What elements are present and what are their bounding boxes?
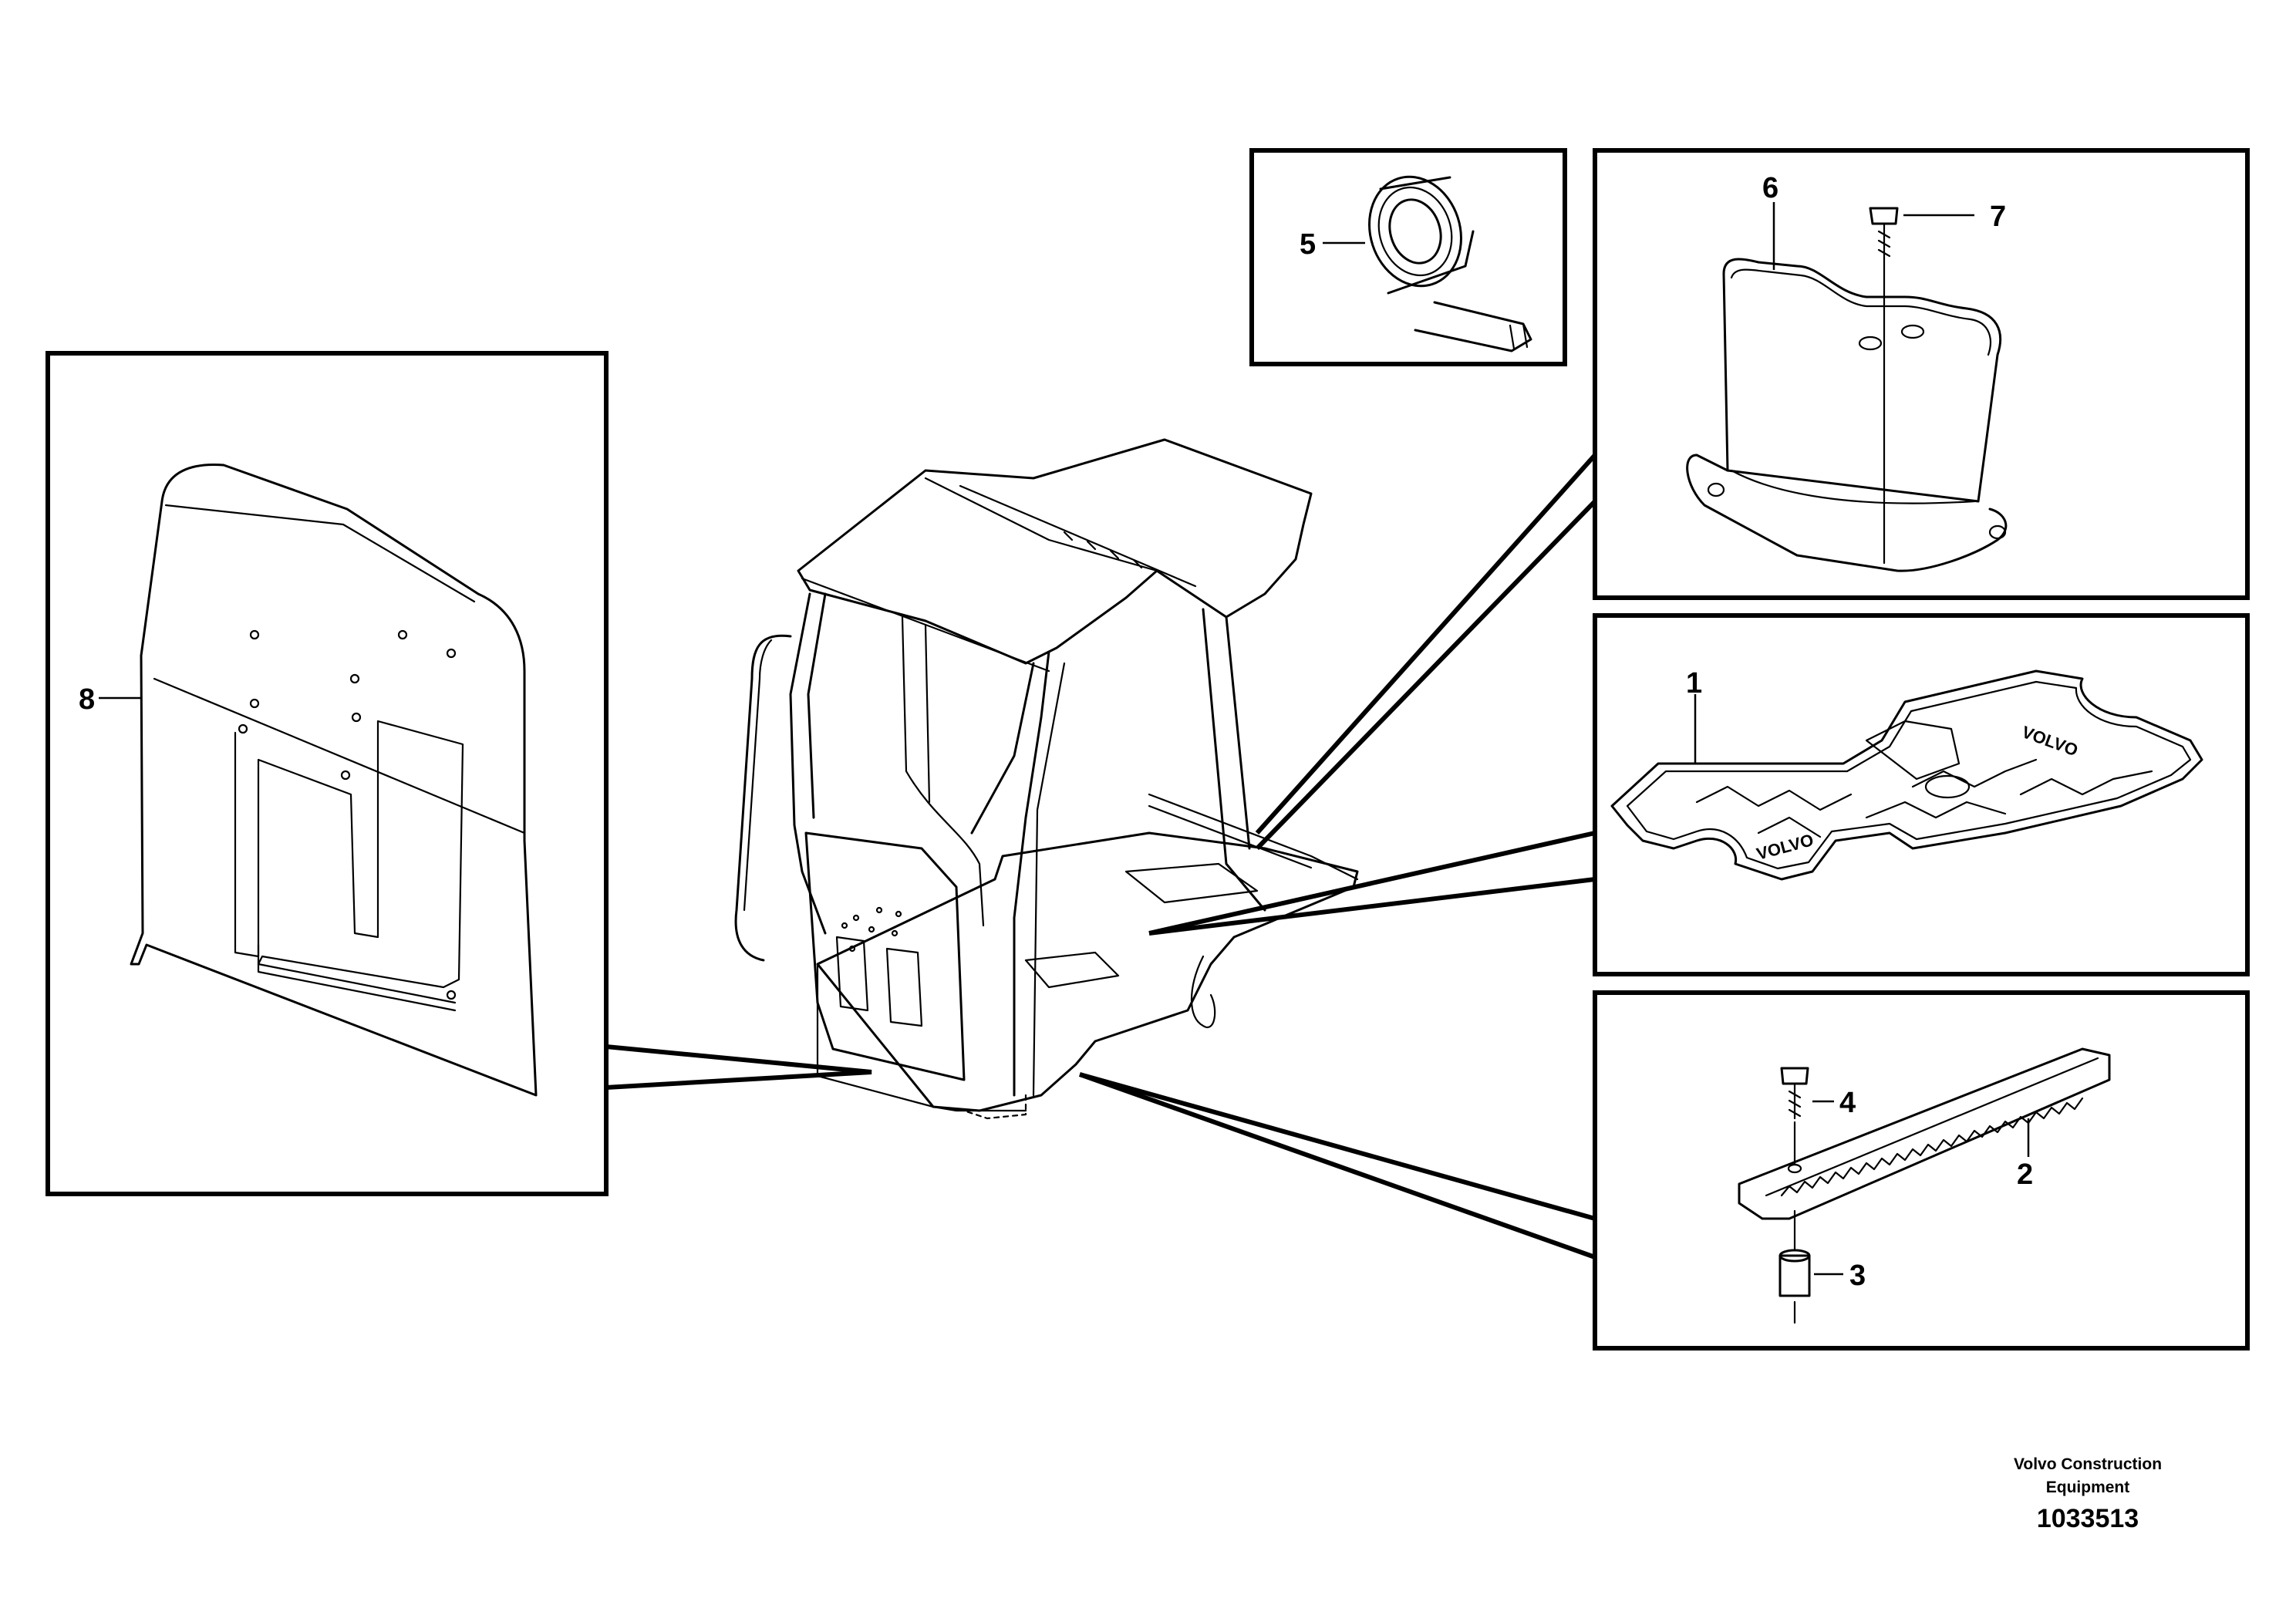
drawing-footer: Volvo Construction Equipment 1033513 bbox=[2014, 1455, 2162, 1533]
callout-3: 3 bbox=[1849, 1259, 1866, 1292]
drawing-number: 1033513 bbox=[2037, 1504, 2139, 1533]
detail-frame-floor-mat: VOLVO VOLVO 1 bbox=[1593, 613, 2250, 976]
callout-5: 5 bbox=[1300, 228, 1316, 261]
callout-7: 7 bbox=[1990, 201, 2006, 233]
step-rail-drawing bbox=[1738, 1047, 2111, 1220]
detail-leaders bbox=[605, 454, 1597, 1259]
spacer-3-drawing bbox=[1778, 1209, 1811, 1324]
callout-8: 8 bbox=[79, 683, 95, 716]
detail-frame-tape: 5 bbox=[1249, 148, 1567, 366]
callout-4: 4 bbox=[1839, 1087, 1856, 1119]
cover-housing-drawing bbox=[1686, 258, 2008, 572]
cab-assembly-drawing bbox=[734, 438, 1359, 1120]
callout-2: 2 bbox=[2017, 1158, 2033, 1191]
callout-1: 1 bbox=[1686, 667, 1702, 700]
floor-mat-drawing: VOLVO VOLVO bbox=[1610, 669, 2203, 881]
detail-frame-rear-panel: 8 bbox=[46, 351, 609, 1196]
detail-frame-step-rail: 4 2 3 bbox=[1593, 990, 2250, 1351]
company-line-1: Volvo Construction bbox=[2014, 1455, 2162, 1473]
callout-6: 6 bbox=[1762, 172, 1778, 204]
mat-logo-left: VOLVO bbox=[1755, 830, 1816, 864]
mat-logo-right: VOLVO bbox=[2019, 722, 2080, 760]
detail-frame-cover: 7 6 bbox=[1593, 148, 2250, 600]
tape-roll-drawing bbox=[1368, 175, 1532, 352]
company-line-2: Equipment bbox=[2046, 1479, 2130, 1496]
rear-panel-drawing bbox=[130, 464, 538, 1097]
bolt-7-drawing bbox=[1869, 207, 1899, 565]
bolt-4-drawing bbox=[1780, 1067, 1809, 1174]
